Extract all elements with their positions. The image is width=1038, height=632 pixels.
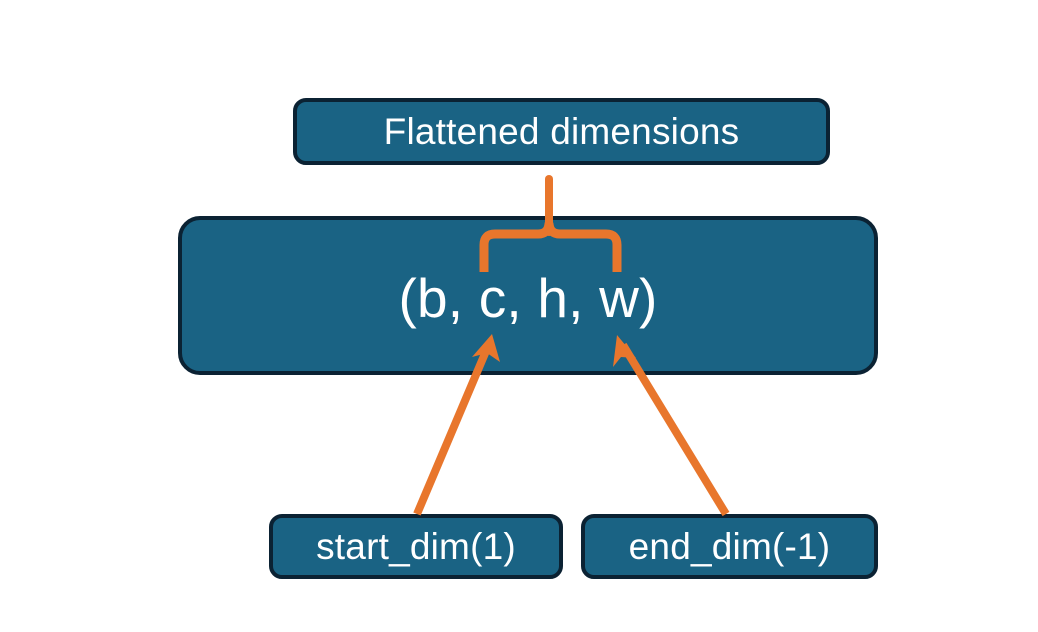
node-flattened-dimensions-label: Flattened dimensions xyxy=(383,110,740,152)
node-end-dim-label: end_dim(-1) xyxy=(628,525,831,567)
node-tensor-shape-label: (b, c, h, w) xyxy=(398,266,658,329)
node-start-dim-label: start_dim(1) xyxy=(316,525,516,567)
node-start-dim[interactable]: start_dim(1) xyxy=(269,514,563,579)
node-tensor-shape[interactable]: (b, c, h, w) xyxy=(178,216,878,375)
node-end-dim[interactable]: end_dim(-1) xyxy=(581,514,878,579)
node-flattened-dimensions[interactable]: Flattened dimensions xyxy=(293,98,830,165)
